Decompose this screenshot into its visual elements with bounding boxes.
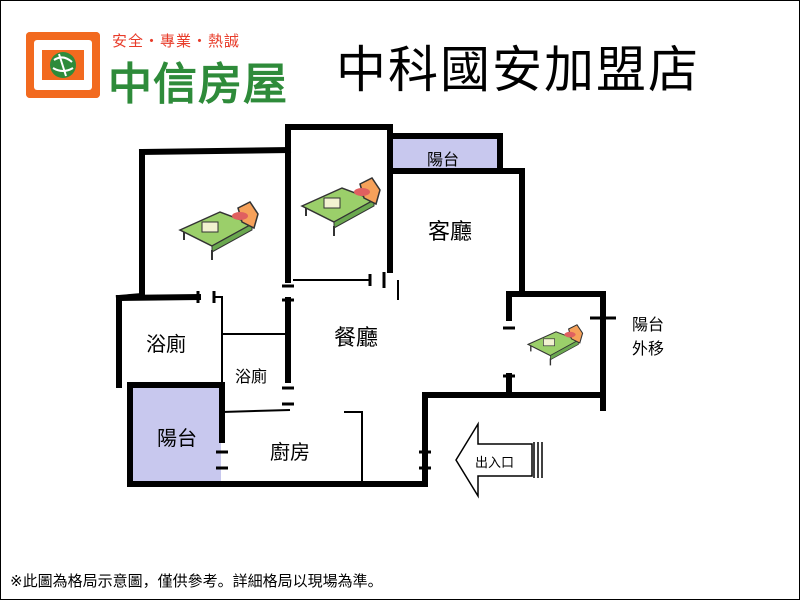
globe-icon — [26, 32, 100, 98]
logo-emblem — [26, 32, 100, 98]
thin-walls — [215, 279, 399, 484]
balcony-top-fill — [393, 136, 499, 170]
walls — [115, 124, 606, 487]
bed-icon — [178, 201, 259, 260]
room-label-balcony-moved-2: 外移 — [632, 339, 665, 358]
room-label-dining-room: 餐廳 — [334, 326, 379, 351]
logo-slogan: 安全・專業・熱誠 — [112, 32, 241, 50]
room-label-living-room: 客廳 — [428, 220, 473, 245]
room-label-bath-1: 浴廁 — [146, 332, 186, 356]
balcony-left-fill — [133, 387, 221, 485]
entrance-label: 出入口 — [475, 456, 515, 471]
entrance-arrow-icon — [455, 421, 543, 499]
bed-icon — [300, 177, 381, 236]
room-label-balcony-moved-1: 陽台 — [632, 315, 665, 334]
door-ticks — [196, 272, 616, 470]
room-label-kitchen: 廚房 — [270, 440, 310, 464]
store-title: 中科國安加盟店 — [336, 41, 700, 99]
room-label-bath-2: 浴廁 — [235, 367, 268, 386]
room-label-balcony-left: 陽台 — [157, 426, 197, 450]
bed-icon — [526, 324, 584, 366]
footer-note: ※此圖為格局示意圖，僅供參考。詳細格局以現場為準。 — [10, 572, 383, 590]
logo-brand: 中信房屋 — [108, 59, 288, 110]
room-label-balcony-top: 陽台 — [427, 150, 460, 169]
